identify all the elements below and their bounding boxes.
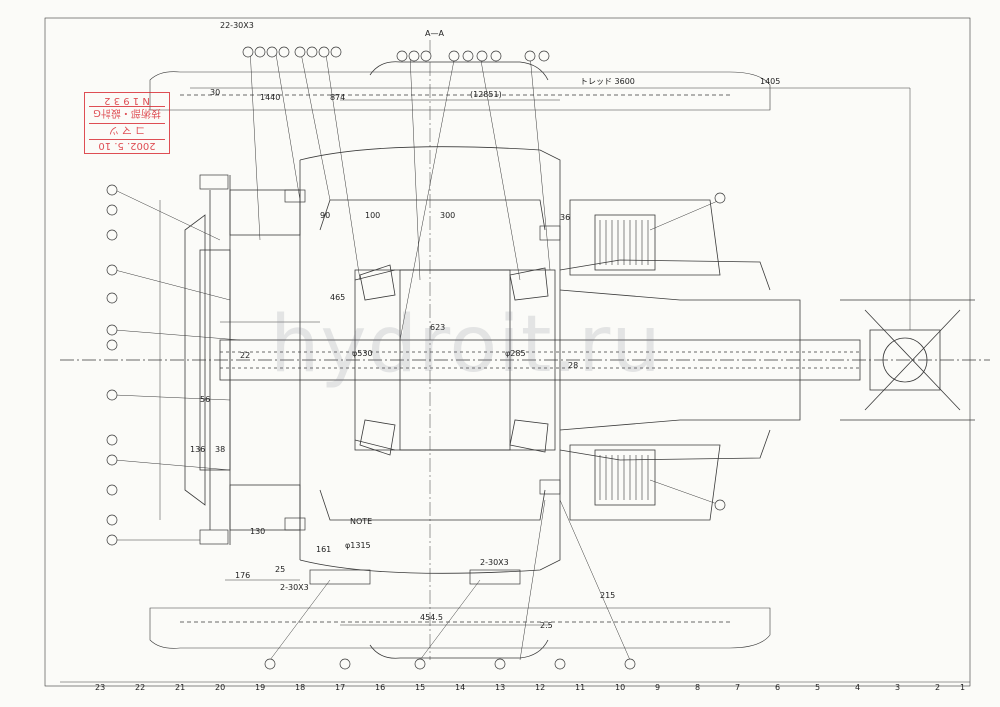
zone-7: 7 — [735, 683, 740, 692]
dim-4545: 454.5 — [420, 613, 443, 622]
section-label: A—A — [425, 29, 444, 38]
dim-56: 56 — [200, 395, 210, 404]
zone-16: 16 — [375, 683, 385, 692]
zone-22: 22 — [135, 683, 145, 692]
zone-4: 4 — [855, 683, 860, 692]
zone-9: 9 — [655, 683, 660, 692]
dim-28: 28 — [568, 361, 578, 370]
dim-30: 30 — [210, 88, 220, 97]
dim-90: 90 — [320, 211, 330, 220]
stamp-company: コ マ ツ — [89, 122, 165, 139]
zone-8: 8 — [695, 683, 700, 692]
zone-scale: 23 22 21 20 19 18 17 16 15 14 13 12 11 1… — [60, 681, 970, 692]
approval-stamp: 2002. 5. 10 コ マ ツ 技術部・設計G N 1 9 3 2 — [84, 92, 170, 154]
zone-6: 6 — [775, 683, 780, 692]
dim-130: 130 — [250, 527, 265, 536]
zone-14: 14 — [455, 683, 465, 692]
note-bolts-right: 2-30X3 — [480, 558, 509, 567]
zone-1: 1 — [960, 683, 965, 692]
zone-3: 3 — [895, 683, 900, 692]
stamp-department: 技術部・設計G — [89, 106, 165, 123]
dim-25: 25 — [275, 565, 285, 574]
note-label: NOTE — [350, 517, 372, 526]
dim-465: 465 — [330, 293, 345, 302]
zone-15: 15 — [415, 683, 425, 692]
zone-13: 13 — [495, 683, 505, 692]
dim-623: 623 — [430, 323, 445, 332]
dim-38: 38 — [215, 445, 225, 454]
dim-100: 100 — [365, 211, 380, 220]
dim-161: 161 — [316, 545, 331, 554]
dim-215: 215 — [600, 591, 615, 600]
dim-22: 22 — [240, 351, 250, 360]
stamp-date: 2002. 5. 10 — [89, 139, 165, 151]
dim-1405: 1405 — [760, 77, 780, 86]
dim-176: 176 — [235, 571, 250, 580]
note-bolts-top: 22-30X3 — [220, 21, 254, 30]
dim-874: 874 — [330, 93, 345, 102]
zone-12: 12 — [535, 683, 545, 692]
dim-300: 300 — [440, 211, 455, 220]
zone-19: 19 — [255, 683, 265, 692]
zone-18: 18 — [295, 683, 305, 692]
zone-17: 17 — [335, 683, 345, 692]
zone-2: 2 — [935, 683, 940, 692]
dim-tread: トレッド 3600 — [580, 77, 635, 86]
zone-20: 20 — [215, 683, 225, 692]
zone-11: 11 — [575, 683, 585, 692]
dim-phi530: φ530 — [352, 349, 373, 358]
dim-12851: (12851) — [470, 90, 502, 99]
zone-23: 23 — [95, 683, 105, 692]
part-balloons — [106, 46, 726, 670]
dim-36: 36 — [560, 213, 570, 222]
zone-5: 5 — [815, 683, 820, 692]
zone-10: 10 — [615, 683, 625, 692]
note-bolts-left: 2-30X3 — [280, 583, 309, 592]
zone-21: 21 — [175, 683, 185, 692]
dim-phi285: φ285 — [505, 349, 526, 358]
dim-136: 136 — [190, 445, 205, 454]
stamp-number: N 1 9 3 2 — [104, 95, 150, 107]
dim-2-5: 2.5 — [540, 621, 553, 630]
dim-phi1315: φ1315 — [345, 541, 371, 550]
dim-1440: 1440 — [260, 93, 280, 102]
